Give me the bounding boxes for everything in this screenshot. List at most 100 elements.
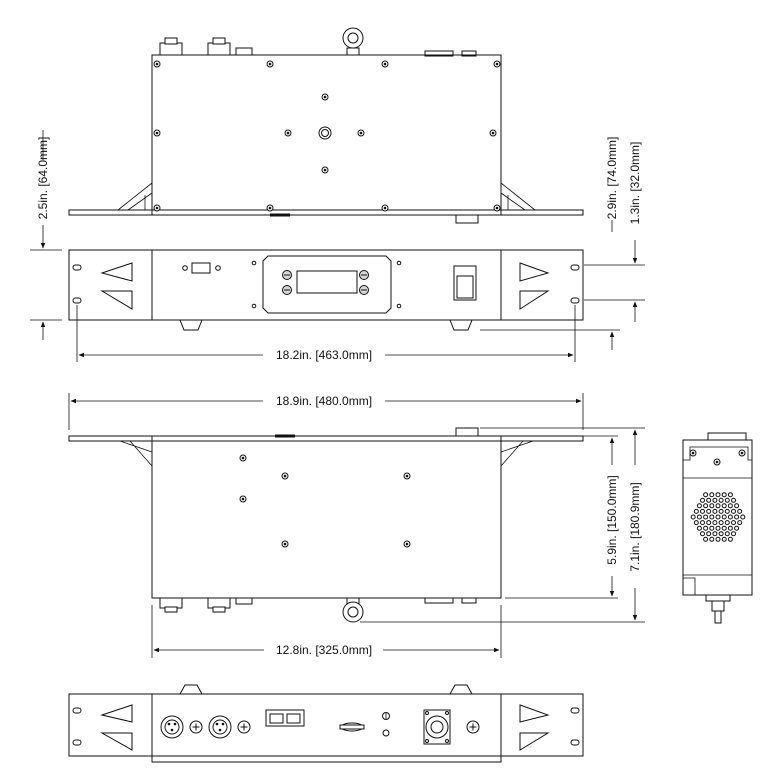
dimension-depth: 5.9in. [150.0mm] 7.1in. [180.9mm]: [360, 427, 645, 623]
eye-bolt-icon: [342, 27, 364, 56]
grille-hole: [715, 514, 721, 520]
grille-hole: [696, 503, 702, 509]
grille-hole: [693, 508, 699, 514]
grille-hole: [721, 514, 727, 520]
power-connector-icon: [423, 709, 451, 745]
grille-hole: [718, 497, 724, 503]
grille-hole: [703, 492, 709, 498]
ethernet-port-icon: [265, 709, 305, 727]
rear-panel: [68, 693, 584, 757]
power-switch-icon: [453, 265, 477, 301]
grille-hole: [712, 520, 718, 526]
dimension-label-front-width: 18.2in. [463.0mm]: [276, 348, 372, 362]
grille-hole: [709, 514, 715, 520]
grille-hole: [715, 503, 721, 509]
dimension-top-height-left: 2.5in. [64.0mm]: [30, 130, 62, 340]
grille-hole: [734, 514, 740, 520]
grille-hole: [706, 531, 712, 537]
data-port: [191, 262, 211, 274]
xlr-connector-icon: [160, 715, 184, 739]
grille-hole: [737, 508, 743, 514]
dimension-top-height-right: 2.9in. [74.0mm] 1.3in. [32.0mm]: [480, 137, 645, 350]
grille-hole: [724, 497, 730, 503]
dimension-front-width: 18.2in. [463.0mm]: [76, 305, 576, 362]
grille-hole: [724, 520, 730, 526]
grille-hole: [731, 497, 736, 503]
grille-hole: [709, 492, 715, 498]
dimension-overall-width: 18.9in. [480.0mm]: [68, 393, 584, 430]
grille-hole: [703, 536, 709, 542]
rear-view: [68, 684, 584, 763]
dimension-label-top-height-right-inner: 1.3in. [32.0mm]: [628, 142, 642, 225]
grille-hole: [737, 520, 743, 526]
grille-hole: [718, 520, 724, 526]
grille-hole: [721, 525, 727, 531]
grille-hole: [727, 536, 733, 542]
grille-hole: [693, 520, 699, 526]
top-view: [68, 27, 584, 224]
grille-hole: [718, 508, 724, 514]
fuse-holder-icon: [339, 722, 365, 732]
grille-hole: [703, 503, 709, 509]
dimension-label-depth-outer: 7.1in. [180.9mm]: [628, 482, 642, 571]
side-view: [682, 432, 753, 624]
grille-hole: [703, 514, 709, 520]
grille-hole: [724, 508, 730, 514]
grille-hole: [734, 503, 740, 509]
dimension-label-top-height-right-outer: 2.9in. [74.0mm]: [605, 137, 619, 220]
xlr-connector-icon: [208, 715, 232, 739]
grille-hole: [715, 525, 721, 531]
grille-hole: [700, 531, 705, 537]
grille-hole: [724, 531, 730, 537]
grille-hole: [700, 497, 705, 503]
grille-hole: [709, 525, 715, 531]
dimension-label-overall-width: 18.9in. [480.0mm]: [276, 394, 372, 408]
lcd-display: [296, 270, 358, 294]
grille-hole: [696, 514, 702, 520]
grille-hole: [690, 514, 696, 520]
grille-hole: [731, 531, 736, 537]
grille-hole: [696, 525, 702, 531]
grille-hole: [700, 508, 705, 514]
grille-hole: [703, 525, 709, 531]
grille-hole: [718, 531, 724, 537]
top-view-flange: [68, 209, 584, 216]
grille-hole: [706, 508, 712, 514]
display-bezel: [262, 255, 392, 314]
connector-top-1: [159, 42, 183, 56]
ground-icon: [382, 712, 390, 737]
grille-hole: [734, 525, 740, 531]
bottom-view-body: [151, 435, 502, 599]
grille-hole: [740, 514, 746, 520]
grille-hole: [712, 497, 718, 503]
grille-hole: [712, 531, 718, 537]
grille-hole: [731, 508, 736, 514]
dimension-label-body-width: 12.8in. [325.0mm]: [276, 643, 372, 657]
connector-top-2: [207, 42, 231, 56]
grille-hole: [721, 536, 727, 542]
grille-hole: [715, 536, 721, 542]
grille-hole: [727, 503, 733, 509]
grille-hole: [706, 520, 712, 526]
mount-slot: [72, 264, 82, 271]
eye-bolt-icon: [342, 597, 364, 623]
dimension-body-width: 12.8in. [325.0mm]: [151, 605, 502, 658]
grille-hole: [706, 497, 712, 503]
grille-hole: [709, 536, 715, 542]
dimension-label-depth-inner: 5.9in. [150.0mm]: [605, 475, 619, 564]
bottom-view-flange: [68, 435, 584, 442]
grille-hole: [727, 492, 733, 498]
bottom-view: [68, 427, 584, 623]
front-view: [68, 249, 584, 331]
display-button-icon: [282, 270, 369, 295]
grille-hole: [731, 520, 736, 526]
grille-hole: [715, 492, 721, 498]
grille-hole: [709, 503, 715, 509]
grille-hole: [712, 508, 718, 514]
speaker-grille-icon: [690, 492, 746, 542]
dimension-label-top-height-left: 2.5in. [64.0mm]: [36, 137, 50, 220]
grille-hole: [721, 492, 727, 498]
grille-hole: [721, 503, 727, 509]
grille-hole: [727, 525, 733, 531]
